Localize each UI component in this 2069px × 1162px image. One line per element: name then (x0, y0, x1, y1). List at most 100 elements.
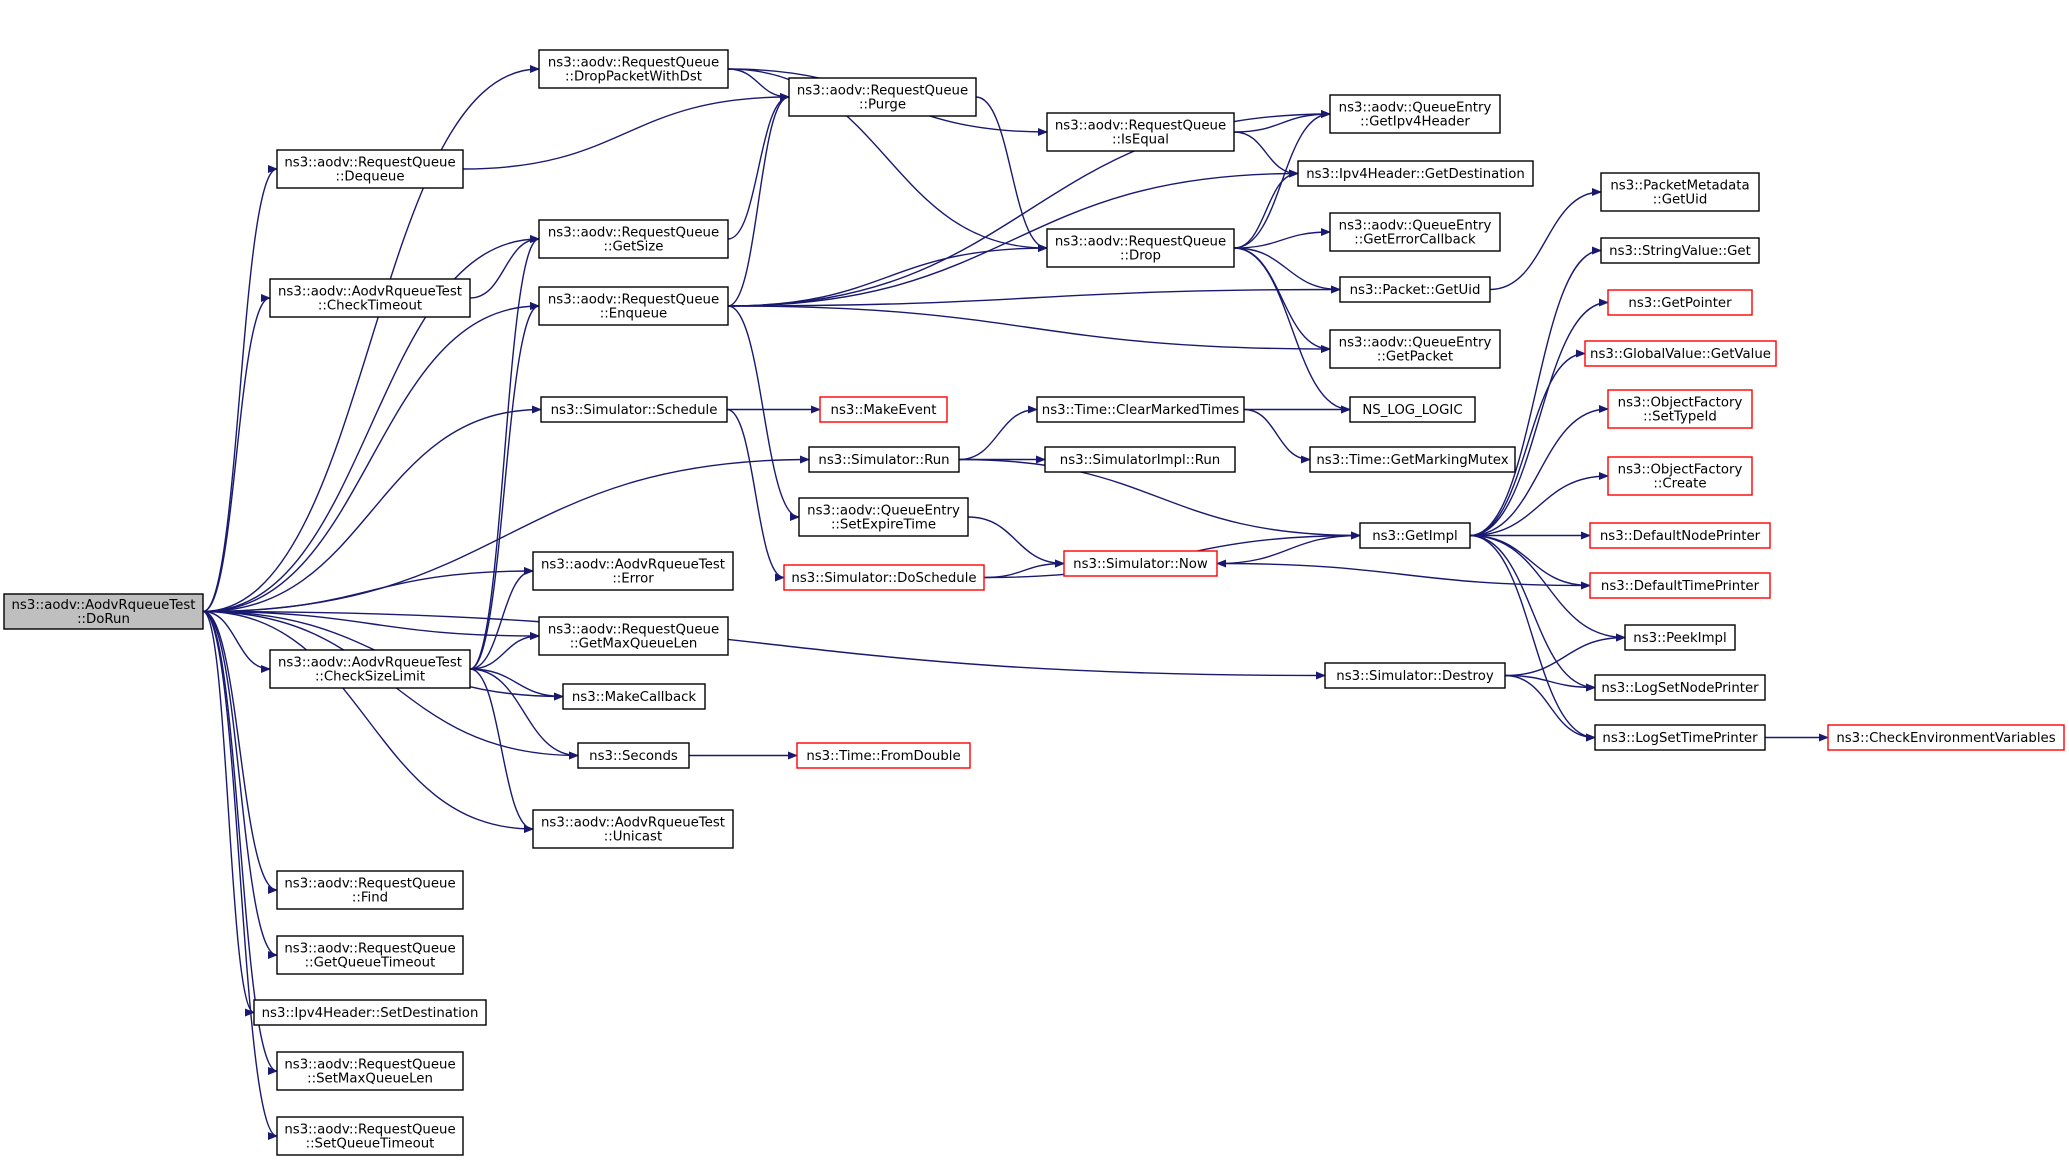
node-label: ns3::aodv::RequestQueue (548, 293, 719, 308)
edge-doRun-to-error (202, 567, 534, 613)
node-label: ns3::aodv::AodvRqueueTest (278, 656, 462, 671)
node-label: ns3::aodv::RequestQueue (548, 226, 719, 241)
node-layer: ns3::aodv::AodvRqueueTest::DoRunns3::aod… (3, 49, 2065, 1156)
node-box (1324, 662, 1506, 689)
node-fromDouble[interactable]: ns3::Time::FromDouble (796, 742, 971, 769)
edge-path (1469, 534, 1591, 590)
node-setTypeId[interactable]: ns3::ObjectFactory::SetTypeId (1607, 389, 1753, 429)
node-label: ns3::LogSetNodePrinter (1601, 681, 1759, 696)
node-getImpl[interactable]: ns3::GetImpl (1359, 522, 1471, 549)
node-setMaxQueueLen[interactable]: ns3::aodv::RequestQueue::SetMaxQueueLen (276, 1051, 464, 1091)
node-box (1046, 228, 1235, 268)
node-schedule[interactable]: ns3::Simulator::Schedule (540, 396, 728, 423)
node-isEqual[interactable]: ns3::aodv::RequestQueue::IsEqual (1046, 112, 1235, 152)
node-logNodePrinter[interactable]: ns3::LogSetNodePrinter (1594, 674, 1766, 701)
edge-enqueue-to-packetGetUid (727, 285, 1341, 307)
node-label: ns3::aodv::AodvRqueueTest (541, 816, 725, 831)
node-label: ns3::aodv::RequestQueue (548, 623, 719, 638)
node-seconds[interactable]: ns3::Seconds (577, 742, 690, 769)
node-doSchedule[interactable]: ns3::Simulator::DoSchedule (783, 564, 985, 591)
edge-path (1504, 674, 1596, 742)
node-box (276, 1051, 464, 1091)
node-stringGet[interactable]: ns3::StringValue::Get (1600, 237, 1760, 264)
node-box (1329, 94, 1501, 134)
node-drop[interactable]: ns3::aodv::RequestQueue::Drop (1046, 228, 1235, 268)
node-makeEvent[interactable]: ns3::MakeEvent (819, 396, 948, 423)
node-box (1589, 572, 1771, 599)
node-getIpv4Header[interactable]: ns3::aodv::QueueEntry::GetIpv4Header (1329, 94, 1501, 134)
edge-path (1489, 188, 1602, 291)
node-dequeue[interactable]: ns3::aodv::RequestQueue::Dequeue (276, 149, 464, 189)
node-getDestination[interactable]: ns3::Ipv4Header::GetDestination (1297, 160, 1534, 187)
node-checkTimeout[interactable]: ns3::aodv::AodvRqueueTest::CheckTimeout (269, 278, 471, 318)
node-simDestroy[interactable]: ns3::Simulator::Destroy (1324, 662, 1506, 689)
edge-enqueue-to-setExpireTime (727, 305, 800, 521)
node-label: ns3::Time::ClearMarkedTimes (1042, 403, 1240, 418)
node-getMarkingMutex[interactable]: ns3::Time::GetMarkingMutex (1309, 446, 1516, 473)
node-label: ::SetMaxQueueLen (307, 1072, 433, 1087)
edge-path (462, 93, 790, 170)
edge-path (727, 305, 800, 521)
edge-path (1469, 472, 1609, 537)
edge-path (202, 610, 1326, 680)
node-clearMarked[interactable]: ns3::Time::ClearMarkedTimes (1036, 396, 1245, 423)
edge-checkSizeLimit-to-error (469, 567, 534, 670)
node-getQueueTimeout[interactable]: ns3::aodv::RequestQueue::GetQueueTimeout (276, 935, 464, 975)
node-nsLogLogic[interactable]: NS_LOG_LOGIC (1349, 396, 1476, 423)
edge-path (469, 567, 534, 670)
node-label: ns3::aodv::AodvRqueueTest (12, 598, 196, 613)
node-simNow[interactable]: ns3::Simulator::Now (1063, 550, 1218, 577)
edge-doRun-to-setQueueTimeout (202, 610, 278, 1140)
node-simRun[interactable]: ns3::Simulator::Run (808, 446, 960, 473)
node-box (276, 935, 464, 975)
node-getPacket[interactable]: ns3::aodv::QueueEntry::GetPacket (1329, 329, 1501, 369)
node-label: ns3::PeekImpl (1633, 631, 1726, 646)
node-enqueue[interactable]: ns3::aodv::RequestQueue::Enqueue (538, 286, 729, 326)
node-label: ::GetUid (1653, 193, 1708, 208)
node-label: ns3::Simulator::DoSchedule (791, 571, 976, 586)
node-setQueueTimeout[interactable]: ns3::aodv::RequestQueue::SetQueueTimeout (276, 1116, 464, 1156)
node-create[interactable]: ns3::ObjectFactory::Create (1607, 456, 1753, 496)
node-find[interactable]: ns3::aodv::RequestQueue::Find (276, 870, 464, 910)
node-makeCallback[interactable]: ns3::MakeCallback (562, 683, 706, 710)
edge-path (1504, 674, 1596, 692)
node-error[interactable]: ns3::aodv::AodvRqueueTest::Error (532, 551, 734, 591)
node-defTimePrinter[interactable]: ns3::DefaultTimePrinter (1589, 572, 1771, 599)
node-setDestination[interactable]: ns3::Ipv4Header::SetDestination (253, 999, 487, 1026)
node-dropWithDst[interactable]: ns3::aodv::RequestQueue::DropPacketWithD… (538, 49, 729, 89)
node-metaGetUid[interactable]: ns3::PacketMetadata::GetUid (1600, 172, 1760, 212)
node-label: ns3::aodv::AodvRqueueTest (278, 285, 462, 300)
edge-path (1233, 228, 1331, 249)
node-doRun[interactable]: ns3::aodv::AodvRqueueTest::DoRun (3, 593, 204, 630)
node-getMaxQueueLen[interactable]: ns3::aodv::RequestQueue::GetMaxQueueLen (538, 616, 729, 656)
node-label: ::Enqueue (600, 307, 667, 322)
node-logTimePrinter[interactable]: ns3::LogSetTimePrinter (1594, 724, 1766, 751)
node-unicast[interactable]: ns3::aodv::AodvRqueueTest::Unicast (532, 809, 734, 849)
node-getErrorCallback[interactable]: ns3::aodv::QueueEntry::GetErrorCallback (1329, 212, 1501, 252)
node-checkEnv[interactable]: ns3::CheckEnvironmentVariables (1827, 724, 2065, 751)
edge-path (202, 294, 271, 613)
edge-path (1233, 247, 1331, 353)
node-defNodePrinter[interactable]: ns3::DefaultNodePrinter (1589, 522, 1771, 549)
node-checkSizeLimit[interactable]: ns3::aodv::AodvRqueueTest::CheckSizeLimi… (269, 649, 471, 689)
edge-doRun-to-setMaxQueueLen (202, 610, 278, 1075)
edge-path (727, 68, 790, 101)
node-label: ns3::aodv::RequestQueue (284, 156, 455, 171)
node-implRun[interactable]: ns3::SimulatorImpl::Run (1044, 446, 1236, 473)
node-getSize[interactable]: ns3::aodv::RequestQueue::GetSize (538, 219, 729, 259)
edge-path (975, 96, 1048, 252)
node-packetGetUid[interactable]: ns3::Packet::GetUid (1339, 276, 1491, 303)
edge-getImpl-to-getPointer (1469, 298, 1609, 537)
edge-checkTimeout-to-getSize (469, 235, 540, 299)
node-purge[interactable]: ns3::aodv::RequestQueue::Purge (788, 77, 977, 117)
node-label: ns3::GetImpl (1372, 529, 1457, 544)
node-getPointer[interactable]: ns3::GetPointer (1607, 289, 1753, 316)
node-setExpireTime[interactable]: ns3::aodv::QueueEntry::SetExpireTime (798, 497, 969, 537)
edge-getImpl-to-logTimePrinter (1469, 534, 1596, 742)
node-globalGetValue[interactable]: ns3::GlobalValue::GetValue (1584, 340, 1777, 367)
node-peekImpl[interactable]: ns3::PeekImpl (1624, 624, 1736, 651)
node-box (1359, 522, 1471, 549)
node-label: ns3::aodv::RequestQueue (284, 942, 455, 957)
node-label: ns3::aodv::QueueEntry (807, 504, 960, 519)
edge-doRun-to-dropWithDst (202, 65, 540, 613)
